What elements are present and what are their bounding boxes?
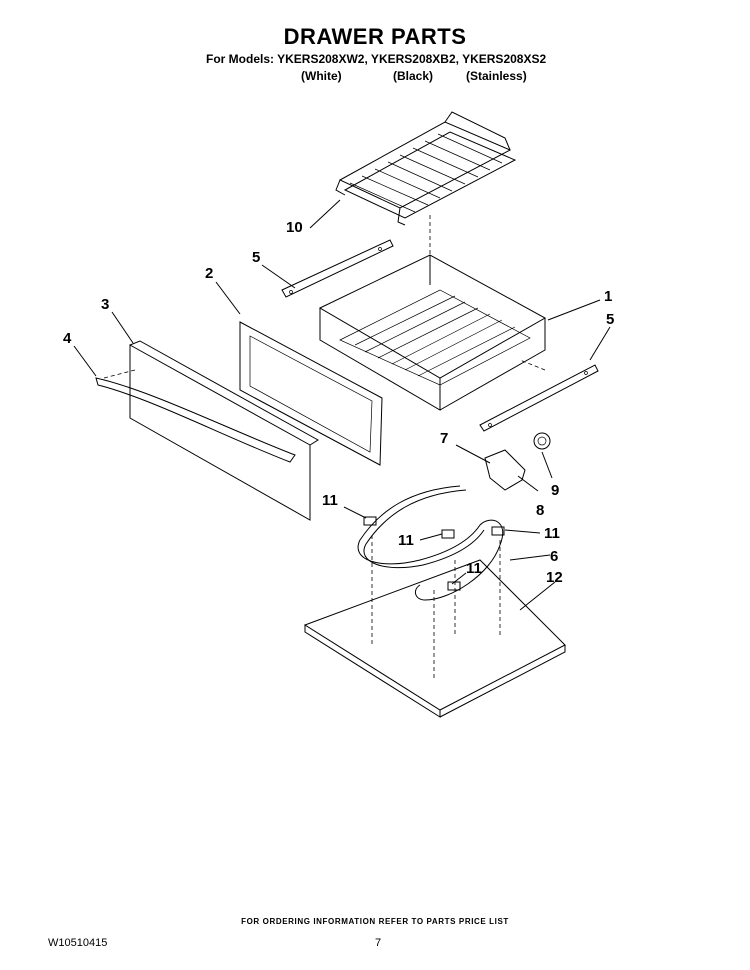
callout-6: 6 <box>550 548 558 565</box>
right-slide-rail <box>479 364 599 432</box>
door-handle <box>95 369 296 463</box>
bottom-panel <box>303 535 566 718</box>
callout-11-a: 11 <box>322 492 338 509</box>
callout-2: 2 <box>205 265 213 282</box>
callout-8: 8 <box>536 502 544 519</box>
finish-white: (White) <box>301 69 342 83</box>
callout-7: 7 <box>440 430 448 447</box>
document-number: W10510415 <box>48 937 108 949</box>
callout-arrows <box>73 199 611 611</box>
drawer-door <box>129 340 319 521</box>
finish-stainless: (Stainless) <box>466 69 527 83</box>
callout-5-left: 5 <box>252 249 260 266</box>
rack-part <box>335 111 517 265</box>
inner-door-panel <box>239 321 383 466</box>
bracket-assembly <box>484 432 551 491</box>
element-clips <box>363 516 505 591</box>
callout-11-d: 11 <box>466 560 482 577</box>
heating-element <box>357 485 503 601</box>
callout-11-b: 11 <box>398 532 414 549</box>
models-line: For Models: YKERS208XW2, YKERS208XB2, YK… <box>206 52 547 66</box>
finish-black: (Black) <box>393 69 434 83</box>
callout-9: 9 <box>551 482 559 499</box>
drawer-box <box>318 254 547 411</box>
callout-3: 3 <box>101 296 109 313</box>
callout-11-c: 11 <box>544 525 560 542</box>
callout-5-right: 5 <box>606 311 614 328</box>
ordering-note: FOR ORDERING INFORMATION REFER TO PARTS … <box>241 917 509 926</box>
page-title: DRAWER PARTS <box>283 24 467 49</box>
callout-12: 12 <box>546 569 563 586</box>
left-slide-rail <box>281 239 394 298</box>
page-number: 7 <box>375 937 382 949</box>
callout-4: 4 <box>63 330 72 347</box>
callout-1: 1 <box>604 288 612 305</box>
callout-10: 10 <box>286 219 303 236</box>
